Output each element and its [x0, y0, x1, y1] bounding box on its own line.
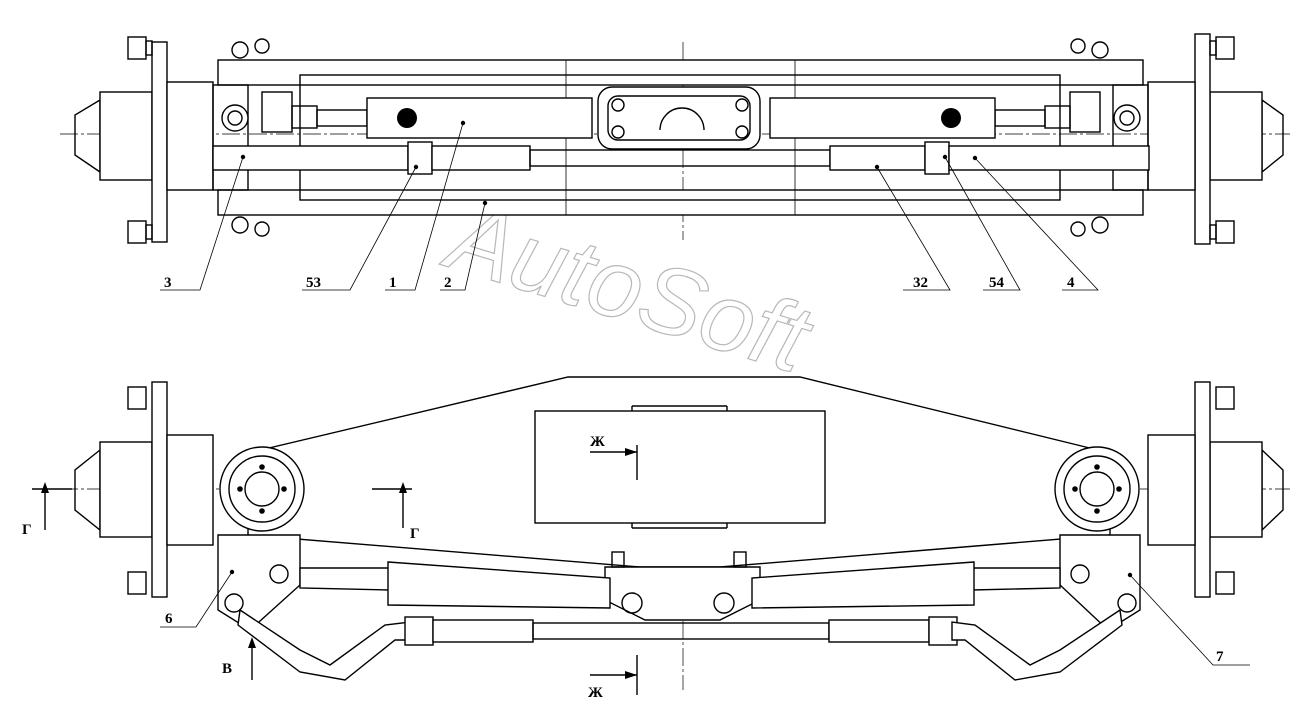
- callout-3: 3: [164, 275, 172, 291]
- beam-window: [534, 410, 826, 524]
- left-hub-front: [74, 381, 214, 598]
- callout-2: 2: [444, 275, 452, 291]
- section-label-g-right: Г: [410, 526, 420, 542]
- right-hub-front: [1147, 381, 1284, 598]
- view-v: [248, 637, 256, 680]
- left-hub-top: [74, 36, 214, 244]
- right-hub-top: [1147, 33, 1284, 245]
- callout-53: 53: [306, 275, 321, 291]
- callout-32: 32: [913, 275, 928, 291]
- leaders-top: [160, 120, 1099, 291]
- beam-frame-top: [212, 38, 1149, 237]
- left-ball-joint-top: [221, 91, 318, 133]
- view-label-v: В: [222, 661, 232, 677]
- callout-7: 7: [1216, 649, 1224, 665]
- section-zh: [590, 445, 638, 695]
- callout-4: 4: [1067, 275, 1075, 291]
- cylinders-top: [316, 97, 1046, 139]
- section-label-zh-bottom: Ж: [588, 685, 603, 701]
- section-label-g-left: Г: [22, 522, 32, 538]
- callout-6: 6: [165, 611, 173, 627]
- section-g: [32, 482, 412, 530]
- callout-1: 1: [389, 275, 397, 291]
- section-label-zh-top: Ж: [590, 434, 605, 450]
- front-view: 6 7 Г Г Ж Ж В: [22, 376, 1290, 701]
- callout-54: 54: [989, 275, 1005, 291]
- right-ball-joint-top: [1044, 91, 1141, 133]
- top-view: 3 53 1 2 32 54 4: [60, 33, 1290, 291]
- central-mount-top: [597, 86, 761, 150]
